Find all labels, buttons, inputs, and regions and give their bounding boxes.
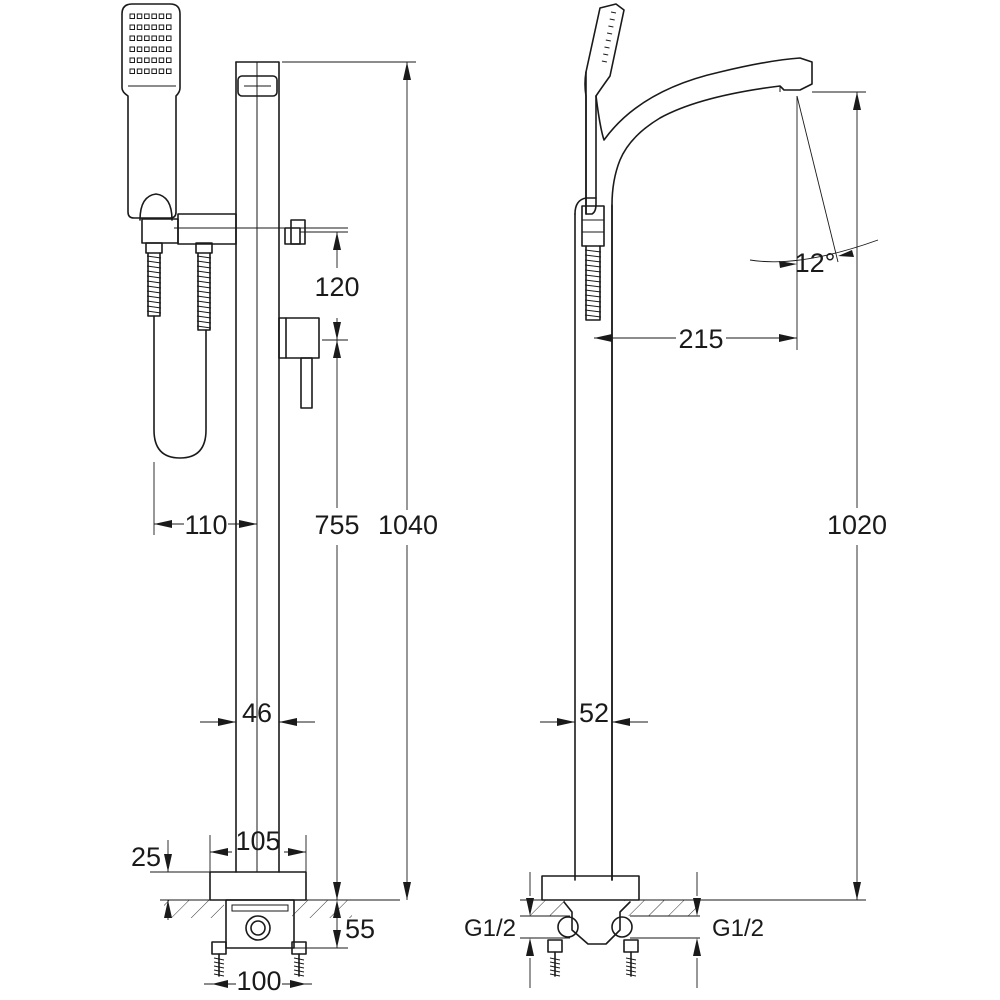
nozzle [166,13,172,19]
nozzle [129,46,135,52]
nozzle [166,24,172,30]
nozzle [129,24,135,30]
nozzle [144,24,150,30]
nozzle [158,24,165,30]
side-pipe [574,197,613,881]
nozzle [136,13,143,19]
nozzle [136,35,143,41]
nozzle [136,46,143,52]
spout [585,57,813,881]
dim-base-height: 25 [131,842,161,872]
nozzle [129,13,135,19]
nozzle [144,57,150,63]
dim-underfloor-depth: 55 [345,914,375,944]
nozzle [166,68,172,74]
nozzle [144,35,150,41]
nozzle [129,68,135,74]
nozzle [144,46,150,52]
nozzle [136,57,143,63]
dim-spout-angle: 12° [795,248,836,278]
dim-pipe-width-side: 52 [579,698,609,728]
side-view: 12° 215 1020 52 G1/2 G1/2 [464,3,887,988]
dim-total-height: 1040 [378,510,438,540]
main-pipe [235,61,280,873]
nozzle [166,57,172,63]
shower-hose [146,252,212,459]
nozzle [151,46,157,52]
dim-spout-height: 1020 [827,510,887,540]
nozzle [158,13,165,19]
shower-holder-bracket [141,213,348,254]
dim-mixer-height: 755 [314,510,359,540]
nozzle [129,57,135,63]
dim-outlet-offset: 110 [184,510,227,540]
nozzle [151,24,157,30]
nozzle [158,57,165,63]
dim-spout-reach: 215 [678,324,723,354]
dim-inlet-left: G1/2 [464,915,516,942]
nozzle [144,13,150,19]
nozzle [136,24,143,30]
nozzle [129,35,135,41]
nozzle [136,68,143,74]
nozzle [151,68,157,74]
nozzle [158,35,165,41]
dim-underfloor-width: 100 [236,966,281,996]
side-hand-shower [584,3,625,215]
nozzle [158,68,165,74]
mixer-lever [278,219,320,409]
nozzle [151,35,157,41]
front-dimensions [150,61,416,988]
dim-shower-height: 120 [314,272,359,302]
front-view: 120 110 755 1040 46 105 25 55 100 [121,3,438,996]
nozzle [144,68,150,74]
nozzle [151,57,157,63]
dim-inlet-right: G1/2 [712,915,764,942]
dim-pipe-width-front: 46 [242,698,272,728]
nozzle [166,46,172,52]
hand-shower [121,3,181,221]
nozzle [158,46,165,52]
side-base [520,875,710,977]
dim-base-width: 105 [235,826,280,856]
shower-nozzle-grid [129,13,172,74]
nozzle [151,13,157,19]
side-dimensions [520,91,879,988]
nozzle [166,35,172,41]
